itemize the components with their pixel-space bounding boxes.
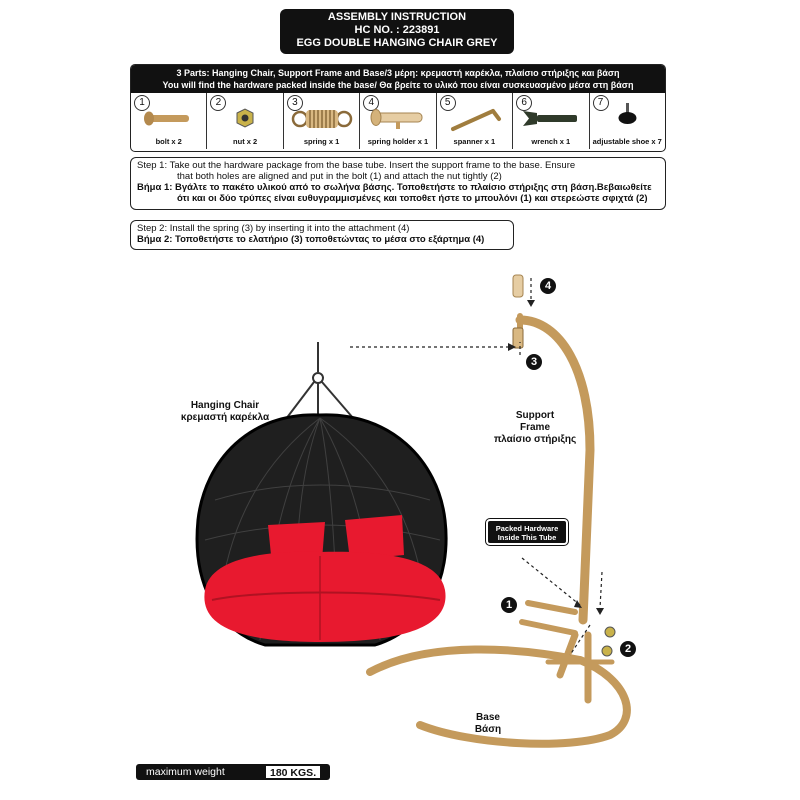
part-label: spring holder x 1 xyxy=(367,137,429,146)
title-line-3: EGG DOUBLE HANGING CHAIR GREY xyxy=(296,37,498,49)
frame-label-en-2: Frame xyxy=(519,422,550,433)
part-number: 6 xyxy=(516,95,533,111)
part-number: 1 xyxy=(134,95,150,111)
frame-label-en-1: Support xyxy=(515,410,555,421)
part-number: 7 xyxy=(592,95,609,111)
parts-heading-line-1: 3 Parts: Hanging Chair, Support Frame an… xyxy=(176,68,620,78)
parts-list: 3 Parts: Hanging Chair, Support Frame an… xyxy=(130,64,666,152)
part-number: 2 xyxy=(210,95,227,111)
base-label-gr: Βάση xyxy=(474,724,502,735)
spring-holder-piece xyxy=(512,274,524,298)
spring-piece xyxy=(512,327,524,349)
part-spanner: 5 spanner x 1 xyxy=(437,93,514,149)
base-label: Base Βάση xyxy=(458,712,518,736)
part-spring: 3 spring x 1 xyxy=(284,93,361,149)
step-1-box: Step 1: Take out the hardware package fr… xyxy=(130,157,666,210)
wrench-icon xyxy=(523,111,578,126)
max-weight-label: maximum weight xyxy=(146,766,225,778)
bolt-icon xyxy=(144,111,189,126)
part-label: wrench x 1 xyxy=(531,137,571,146)
spanner-icon xyxy=(450,109,501,131)
packed-line-1: Packed Hardware xyxy=(495,524,559,533)
title-line-1: ASSEMBLY INSTRUCTION xyxy=(327,11,467,23)
step-2-gr: Βήμα 2: Τοποθετήστε το ελατήριο (3) τοπο… xyxy=(137,234,485,245)
max-weight-badge: maximum weight 180 KGS. xyxy=(136,764,330,780)
callout-1: 1 xyxy=(501,597,517,613)
part-wrench: 6 wrench x 1 xyxy=(513,93,590,149)
part-nut: 2 nut x 2 xyxy=(207,93,284,149)
callout-2: 2 xyxy=(620,641,636,657)
nut-icon xyxy=(236,108,254,128)
callout-3: 3 xyxy=(526,354,542,370)
step-2-en: Step 2: Install the spring (3) by insert… xyxy=(137,223,410,234)
dashed-arrows xyxy=(350,278,603,656)
step-1-en-line-1: Step 1: Take out the hardware package fr… xyxy=(137,160,576,171)
part-label: adjustable shoe x 7 xyxy=(592,137,662,146)
part-number: 4 xyxy=(363,95,380,111)
chair-label: Hanging Chair κρεμαστή καρέκλα xyxy=(155,400,295,424)
frame-label-gr: πλαίσιο στήριξης xyxy=(493,434,577,445)
adjustable-shoe-icon xyxy=(618,103,637,124)
part-number: 5 xyxy=(439,95,456,111)
max-weight-value: 180 KGS. xyxy=(265,765,322,779)
frame-label: Support Frame πλαίσιο στήριξης xyxy=(480,410,590,446)
packed-line-2: Inside This Tube xyxy=(497,533,557,542)
nut-pieces xyxy=(601,626,616,657)
callout-4: 4 xyxy=(540,278,556,294)
part-label: nut x 2 xyxy=(233,137,258,146)
part-adjustable-shoe: 7 adjustable shoe x 7 xyxy=(590,93,665,149)
parts-heading: 3 Parts: Hanging Chair, Support Frame an… xyxy=(131,65,665,93)
title-banner: ASSEMBLY INSTRUCTION HC NO. : 223891 EGG… xyxy=(280,9,514,54)
arrow-heads xyxy=(508,300,604,615)
title-line-2: HC NO. : 223891 xyxy=(354,24,440,36)
spring-icon xyxy=(291,110,353,128)
parts-heading-line-2: You will find the hardware packed inside… xyxy=(162,80,634,90)
chair-label-en: Hanging Chair xyxy=(190,400,260,411)
part-label: spanner x 1 xyxy=(453,137,496,146)
base-label-en: Base xyxy=(476,712,500,723)
base-stand xyxy=(366,631,631,748)
bolt-pieces xyxy=(519,600,578,636)
step-1-gr-line-1: Βήμα 1: Βγάλτε το πακέτο υλικού από το σ… xyxy=(137,182,652,193)
packed-hardware-tag: Packed Hardware Inside This Tube xyxy=(486,519,568,545)
hanging-chair-shell xyxy=(195,413,448,647)
step-1-en-line-2: that both holes are aligned and put in t… xyxy=(177,171,502,182)
part-label: spring x 1 xyxy=(303,137,340,146)
part-label: bolt x 2 xyxy=(155,137,182,146)
chair-label-gr: κρεμαστή καρέκλα xyxy=(180,412,270,423)
parts-row: 1 bolt x 2 2 nut x 2 3 xyxy=(131,93,665,149)
step-1-gr-line-2: ότι και οι δύο τρύπες είναι ευθυγραμμισμ… xyxy=(177,193,648,204)
part-spring-holder: 4 spring holder x 1 xyxy=(360,93,437,149)
part-bolt: 1 bolt x 2 xyxy=(131,93,208,149)
step-2-box: Step 2: Install the spring (3) by insert… xyxy=(130,220,514,250)
spring-holder-icon xyxy=(370,109,423,129)
part-number: 3 xyxy=(286,95,303,111)
